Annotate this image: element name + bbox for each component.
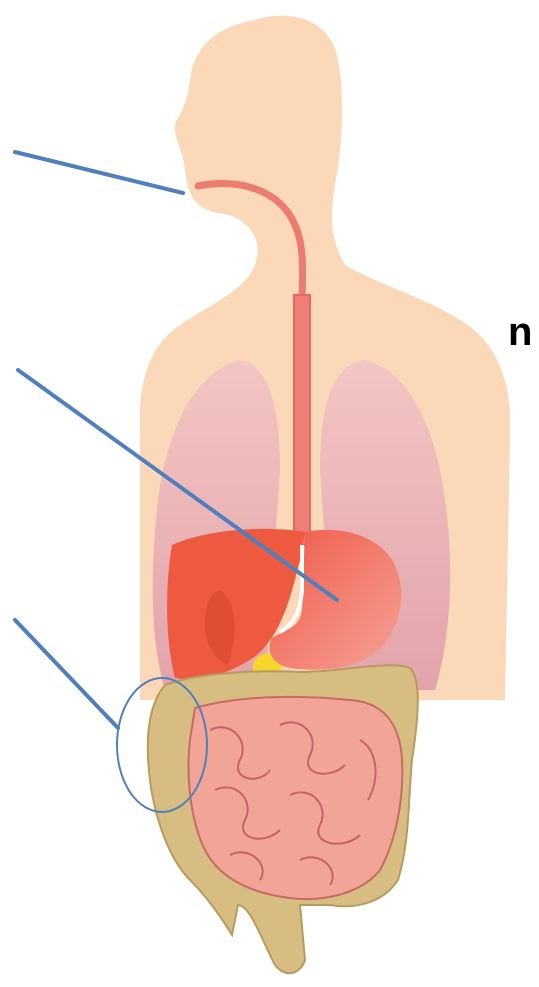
- pointer-line-mouth: [15, 152, 183, 193]
- esophagus-tube: [294, 295, 310, 545]
- pointer-line-colon: [15, 620, 118, 728]
- partial-label-text: n: [508, 312, 532, 352]
